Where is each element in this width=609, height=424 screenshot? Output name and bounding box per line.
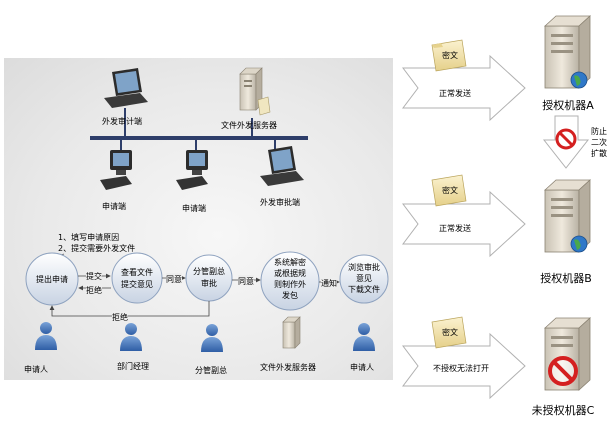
person-icon	[35, 322, 57, 350]
edge-agree2-label: 同意	[238, 276, 254, 286]
server-icon	[282, 316, 301, 349]
workflow-panel	[4, 58, 393, 380]
node-download-text-2: 意见	[356, 273, 372, 283]
edge-notify-label: 通知	[321, 278, 337, 288]
person-icon	[201, 324, 223, 352]
edge-reject2-label: 拒绝	[112, 312, 128, 322]
note-line-2: 2、提交需要外发文件	[58, 243, 135, 253]
edge-label-bg	[86, 284, 102, 294]
send-label-a: 正常发送	[439, 88, 471, 98]
node-download-text-3: 下载文件	[348, 284, 380, 294]
node-review-text-2: 提交意见	[121, 279, 153, 289]
machine-c-label: 未授权机器C	[532, 403, 595, 417]
flow-node-system	[260, 251, 320, 311]
role-vp: 分管副总	[195, 365, 227, 375]
edge-submit-label: 提交	[86, 271, 102, 281]
edge-label-bg	[112, 311, 128, 321]
doc-label-1: 密文	[442, 50, 458, 60]
fail-label-c: 不授权无法打开	[433, 363, 489, 373]
prevent-line-2: 二次	[591, 137, 607, 147]
send-arrow-a	[402, 54, 526, 122]
approve-label: 外发审批端	[260, 197, 300, 207]
forbidden-icon	[548, 356, 578, 386]
flow-node-review	[111, 252, 163, 304]
person-icon	[120, 323, 142, 351]
client2-label: 申请端	[182, 203, 206, 213]
desktop-computer-icon	[176, 150, 208, 190]
node-system-text-3: 则制作外	[274, 279, 306, 289]
edge-agree1-label: 同意	[166, 274, 182, 284]
edge-label-bg	[321, 277, 337, 287]
role-applicant-2: 申请人	[350, 362, 374, 372]
flow-node-apply	[25, 252, 79, 306]
edge-reject-2	[49, 301, 210, 317]
server-icon	[239, 67, 271, 116]
folder-icon	[431, 174, 467, 207]
send-arrow-c	[402, 332, 526, 400]
note-line-1: 1、填写申请原因	[58, 232, 119, 242]
role-server: 文件外发服务器	[260, 362, 316, 372]
client1-label: 申请端	[102, 201, 126, 211]
node-system-text-1: 系统解密	[274, 257, 306, 267]
node-system-text-4: 发包	[282, 290, 298, 300]
globe-icon	[570, 235, 588, 253]
edge-label-bg	[166, 273, 182, 283]
network-bus	[90, 136, 308, 140]
node-vp-text-1: 分管副总	[193, 266, 225, 276]
node-vp-text-2: 审批	[201, 278, 217, 288]
flow-node-download	[339, 254, 389, 304]
doc-label-3: 密文	[442, 327, 458, 337]
role-applicant-1: 申请人	[24, 364, 48, 374]
person-icon	[353, 323, 375, 351]
send-label-b: 正常发送	[439, 223, 471, 233]
node-download-text-1: 浏览审批	[348, 262, 380, 272]
machine-a-label: 授权机器A	[542, 98, 594, 112]
desktop-computer-icon	[100, 150, 132, 190]
laptop-icon	[104, 68, 148, 108]
flow-node-vp	[185, 254, 233, 302]
node-review-text-1: 查看文件	[121, 267, 153, 277]
audit-label: 外发审计端	[102, 116, 142, 126]
doc-label-2: 密文	[442, 185, 458, 195]
laptop-icon	[260, 146, 304, 186]
machine-b-label: 授权机器B	[540, 271, 592, 285]
send-arrow-b	[402, 190, 526, 258]
prevent-line-1: 防止	[591, 126, 607, 136]
server-label: 文件外发服务器	[221, 120, 277, 130]
globe-icon	[570, 71, 588, 89]
forbidden-icon	[555, 128, 577, 150]
role-manager: 部门经理	[117, 361, 149, 371]
edge-label-bg	[86, 270, 102, 280]
edge-reject1-label: 拒绝	[86, 285, 102, 295]
folder-icon	[431, 316, 467, 349]
node-apply-text: 提出申请	[36, 274, 68, 284]
edge-label-bg	[238, 275, 254, 285]
prevent-line-3: 扩散	[591, 148, 607, 158]
server-icon	[543, 179, 592, 253]
node-system-text-2: 或根据规	[274, 268, 306, 278]
folder-icon	[431, 39, 467, 72]
